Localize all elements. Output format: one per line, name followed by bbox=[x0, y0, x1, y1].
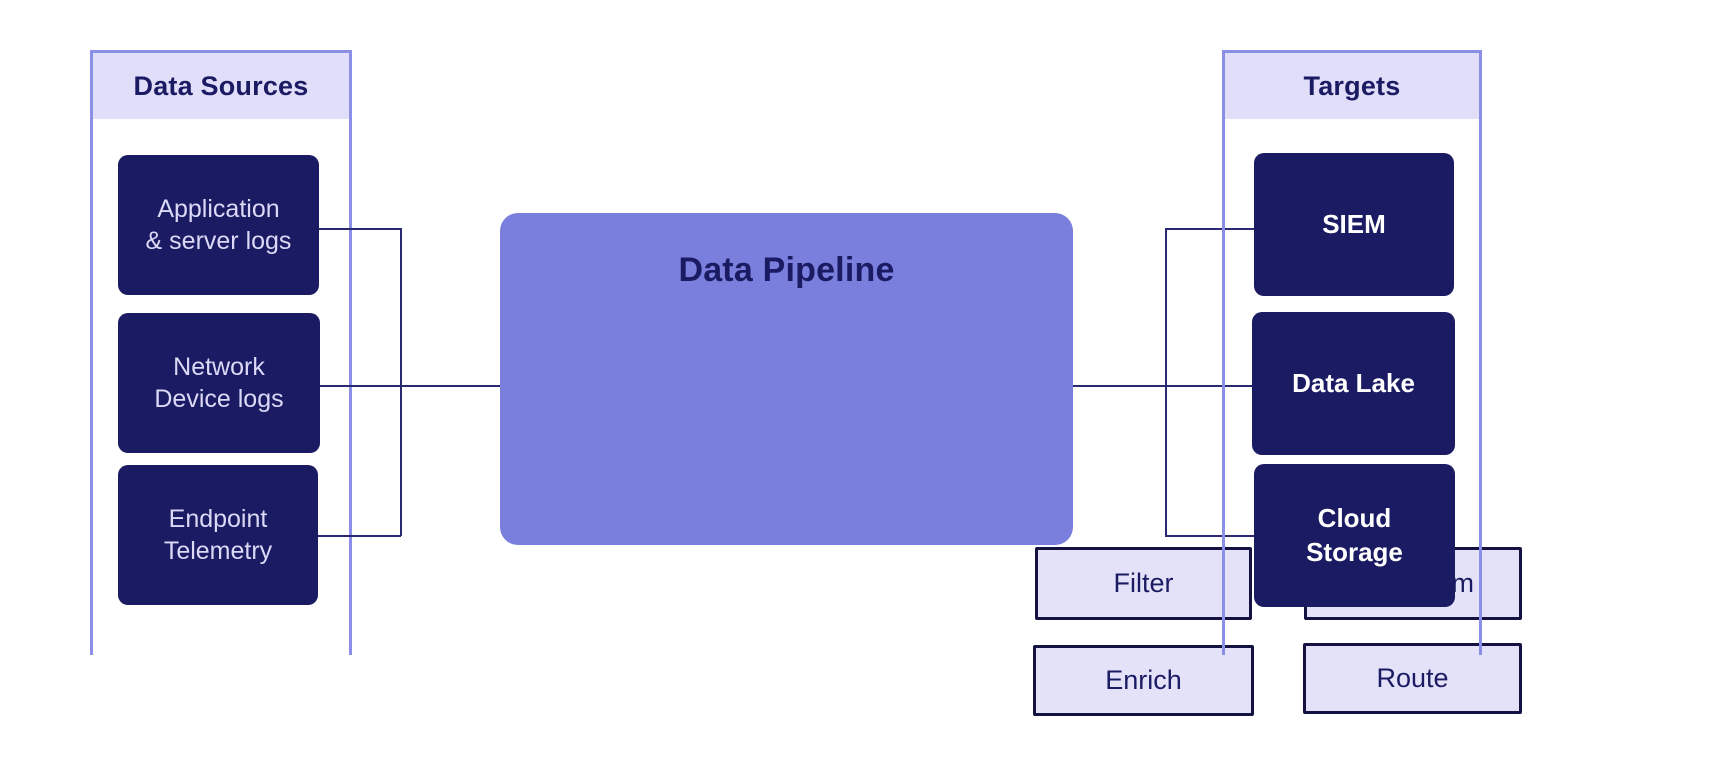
target-node-label: Cloud Storage bbox=[1298, 502, 1411, 569]
connector-pipeline-output bbox=[1073, 385, 1255, 387]
data-sources-header: Data Sources bbox=[93, 53, 349, 119]
pipeline-stage-enrich[interactable]: Enrich bbox=[1033, 645, 1254, 716]
connector-target-cloud-storage bbox=[1165, 535, 1261, 537]
data-pipeline-title: Data Pipeline bbox=[678, 251, 895, 289]
source-node-label: Network Device logs bbox=[146, 351, 291, 415]
pipeline-stage-filter[interactable]: Filter bbox=[1035, 547, 1252, 620]
connector-target-data-lake bbox=[1165, 385, 1261, 387]
target-node-cloud-storage[interactable]: Cloud Storage bbox=[1254, 464, 1455, 607]
connector-source-network bbox=[320, 385, 501, 387]
target-label-line2: Storage bbox=[1306, 536, 1403, 567]
source-label-line1: Application bbox=[157, 195, 280, 223]
targets-header-title: Targets bbox=[1303, 70, 1401, 101]
target-node-label: Data Lake bbox=[1284, 367, 1423, 400]
source-node-application-server-logs[interactable]: Application & server logs bbox=[118, 155, 319, 295]
connector-source-endpoint bbox=[318, 535, 401, 537]
connector-target-trunk bbox=[1165, 228, 1167, 536]
source-label-line2: Telemetry bbox=[163, 537, 273, 565]
source-label-line2: Device logs bbox=[154, 385, 284, 413]
source-node-label: Application & server logs bbox=[138, 193, 300, 257]
source-node-network-device-logs[interactable]: Network Device logs bbox=[118, 313, 320, 453]
target-label-line1: SIEM bbox=[1322, 208, 1386, 239]
data-sources-frame: Data Sources bbox=[90, 50, 352, 655]
connector-target-siem bbox=[1165, 228, 1260, 230]
data-sources-header-title: Data Sources bbox=[133, 70, 309, 101]
target-node-label: SIEM bbox=[1314, 208, 1394, 241]
source-label-line1: Network bbox=[173, 353, 265, 381]
source-label-line1: Endpoint bbox=[168, 505, 268, 533]
connector-source-trunk bbox=[400, 228, 402, 536]
data-pipeline-panel: Data Pipeline Filter Transform Enrich Ro… bbox=[500, 213, 1522, 716]
source-label-line2: & server logs bbox=[145, 227, 292, 255]
target-label-line1: Data Lake bbox=[1292, 367, 1415, 398]
source-node-label: Endpoint Telemetry bbox=[156, 503, 280, 567]
pipeline-stage-label: Route bbox=[1376, 663, 1449, 693]
connector-source-application bbox=[319, 228, 401, 230]
targets-frame: Targets bbox=[1222, 50, 1482, 655]
pipeline-stage-route[interactable]: Route bbox=[1303, 643, 1522, 714]
target-node-data-lake[interactable]: Data Lake bbox=[1252, 312, 1455, 455]
target-label-line1: Cloud bbox=[1317, 503, 1392, 534]
pipeline-stage-label: Filter bbox=[1113, 568, 1174, 598]
pipeline-stage-label: Enrich bbox=[1105, 665, 1182, 695]
source-node-endpoint-telemetry[interactable]: Endpoint Telemetry bbox=[118, 465, 318, 605]
targets-header: Targets bbox=[1225, 53, 1479, 119]
target-node-siem[interactable]: SIEM bbox=[1254, 153, 1454, 296]
